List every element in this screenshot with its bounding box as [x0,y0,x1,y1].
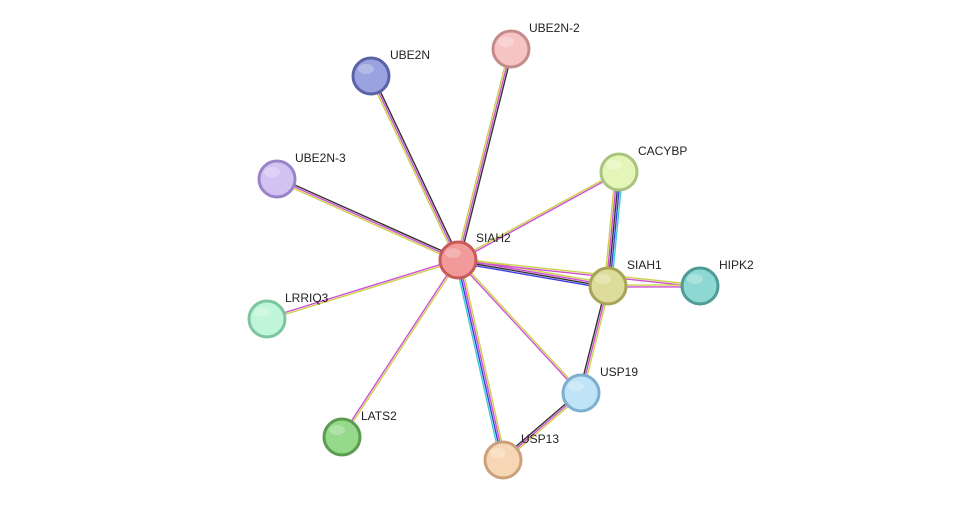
node-label: SIAH2 [476,231,511,245]
node-circle[interactable] [483,440,523,480]
edge-siah2-ube2n-3-line-0 [275,180,458,263]
edge-siah2-ube2n-3-line-2 [277,176,460,259]
node-highlight [329,425,345,435]
node-highlight [254,307,270,317]
edge-siah2-ube2n-2-line-2 [459,49,514,261]
edge-siah2-ube2n-3-line-1 [276,178,459,261]
node-siah2[interactable]: SIAH2 [438,231,511,280]
node-circle[interactable] [351,56,391,96]
edge-siah2-hipk2-line-1 [457,260,700,288]
node-label: CACYBP [638,144,687,158]
node-ube2n[interactable]: UBE2N [351,48,430,96]
node-usp19[interactable]: USP19 [561,365,638,413]
node-label: HIPK2 [719,258,754,272]
node-label: UBE2N-3 [295,151,346,165]
node-highlight [687,274,703,284]
node-ube2n-3[interactable]: UBE2N-3 [257,151,346,199]
node-lrriq3[interactable]: LRRIQ3 [247,291,329,339]
edge-siah2-ube2n-2-line-0 [455,48,510,260]
node-label: SIAH1 [627,258,662,272]
node-label: LATS2 [361,409,397,423]
edge-siah2-usp13-line-0 [459,259,507,460]
node-circle[interactable] [491,29,531,69]
node-circle[interactable] [561,373,601,413]
node-label: UBE2N-2 [529,21,580,35]
node-circle[interactable] [599,152,639,192]
node-circle[interactable] [257,159,297,199]
node-circle[interactable] [322,417,362,457]
edge-siah2-cacybp-line-0 [457,170,619,260]
edge-siah2-ube2n-2-line-1 [457,48,512,261]
node-cacybp[interactable]: CACYBP [599,144,687,192]
edge-siah2-lrriq3-line-1 [266,258,458,319]
edge-siah2-usp13-line-2 [456,260,503,461]
edge-siah2-ube2n-line-0 [368,76,458,262]
edge-siah2-usp13-line-1 [458,259,505,460]
node-circle[interactable] [438,240,478,280]
node-highlight [606,160,622,170]
node-highlight [568,381,584,391]
edge-siah2-ube2n-line-2 [371,74,461,260]
node-label: UBE2N [390,48,430,62]
node-ube2n-2[interactable]: UBE2N-2 [491,21,580,69]
edge-siah2-lats2-line-0 [342,260,460,438]
node-highlight [490,448,506,458]
node-siah1[interactable]: SIAH1 [588,258,662,306]
edge-siah2-hipk2-line-0 [458,258,701,286]
node-highlight [595,274,611,284]
node-usp13[interactable]: USP13 [483,432,559,480]
node-highlight [358,64,374,74]
node-highlight [264,167,280,177]
node-highlight [445,248,461,258]
node-circle[interactable] [588,266,628,306]
node-label: USP19 [600,365,638,379]
edge-siah2-cacybp-line-1 [458,172,620,262]
node-label: LRRIQ3 [285,291,329,305]
node-label: USP13 [521,432,559,446]
edge-siah2-usp13-line-3 [454,260,502,461]
edge-siah2-lrriq3-line-0 [267,260,459,321]
node-circle[interactable] [680,266,720,306]
edge-siah2-siah1-line-2 [457,260,608,288]
node-highlight [498,37,514,47]
edge-siah2-usp19-line-0 [458,258,583,393]
edge-siah2-siah1-line-3 [457,261,608,290]
node-lats2[interactable]: LATS2 [322,409,397,457]
edge-siah2-ube2n-line-1 [370,75,459,261]
edge-siah2-usp19-line-1 [456,260,581,395]
edges-layer [266,48,701,462]
edge-siah2-lats2-line-1 [340,259,458,437]
node-hipk2[interactable]: HIPK2 [680,258,754,306]
node-circle[interactable] [247,299,287,339]
